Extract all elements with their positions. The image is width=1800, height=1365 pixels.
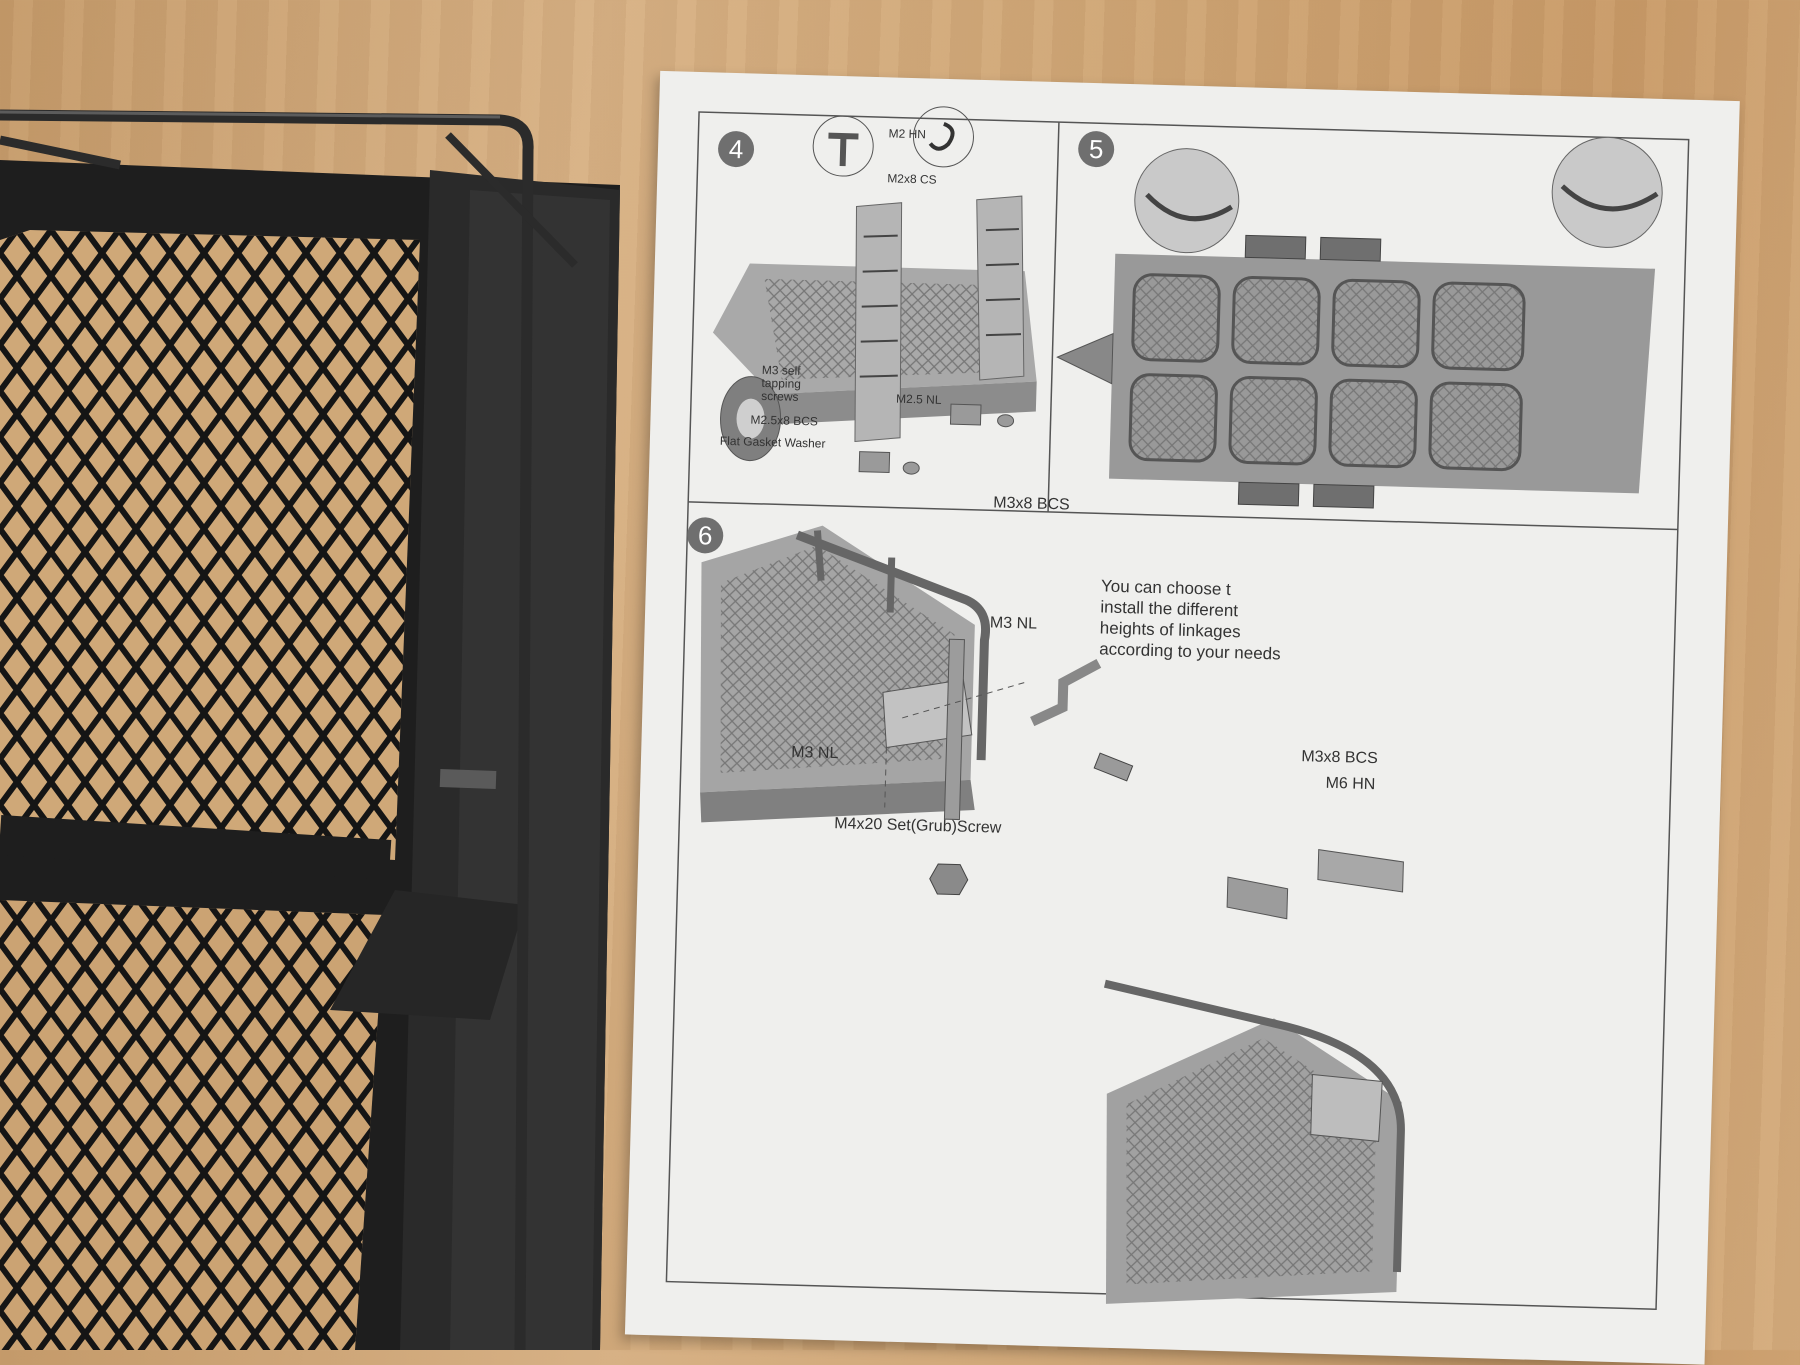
label-m3x8-bcs-lower: M3x8 BCS <box>1301 748 1378 768</box>
step-6-diagram <box>700 525 1405 1304</box>
step-5-diagram <box>1056 136 1663 509</box>
linkage-height-note: You can choose t install the different h… <box>1099 575 1321 665</box>
label-m2-5-nl: M2.5 NL <box>895 391 942 407</box>
assembly-diagrams <box>665 106 1690 1310</box>
label-m2-hn: M2 HN <box>888 126 927 142</box>
label-m3-self-1: M3 self <box>761 362 801 378</box>
mesh-panel-lower <box>0 900 385 1350</box>
label-flat-gasket-washer: Flat Gasket Washer <box>719 433 826 451</box>
label-m2x8-cs: M2x8 CS <box>887 171 937 187</box>
label-m2-5x8-bcs: M2.5x8 BCS <box>750 412 819 429</box>
label-m3x8-bcs-upper: M3x8 BCS <box>993 494 1070 514</box>
instruction-sheet: 4 5 6 M2 HN M2x8 CS M3 self tapping scre… <box>624 70 1740 1365</box>
label-m3-nl-lower: M3 NL <box>790 743 839 763</box>
label-m3-self-2: tapping <box>761 375 802 391</box>
mesh-panel-upper <box>0 230 420 860</box>
label-m3-self-3: screws <box>760 388 799 404</box>
label-m3-nl-upper: M3 NL <box>989 614 1038 633</box>
step-4-diagram <box>712 106 1037 475</box>
label-m6-hn: M6 HN <box>1325 774 1376 794</box>
